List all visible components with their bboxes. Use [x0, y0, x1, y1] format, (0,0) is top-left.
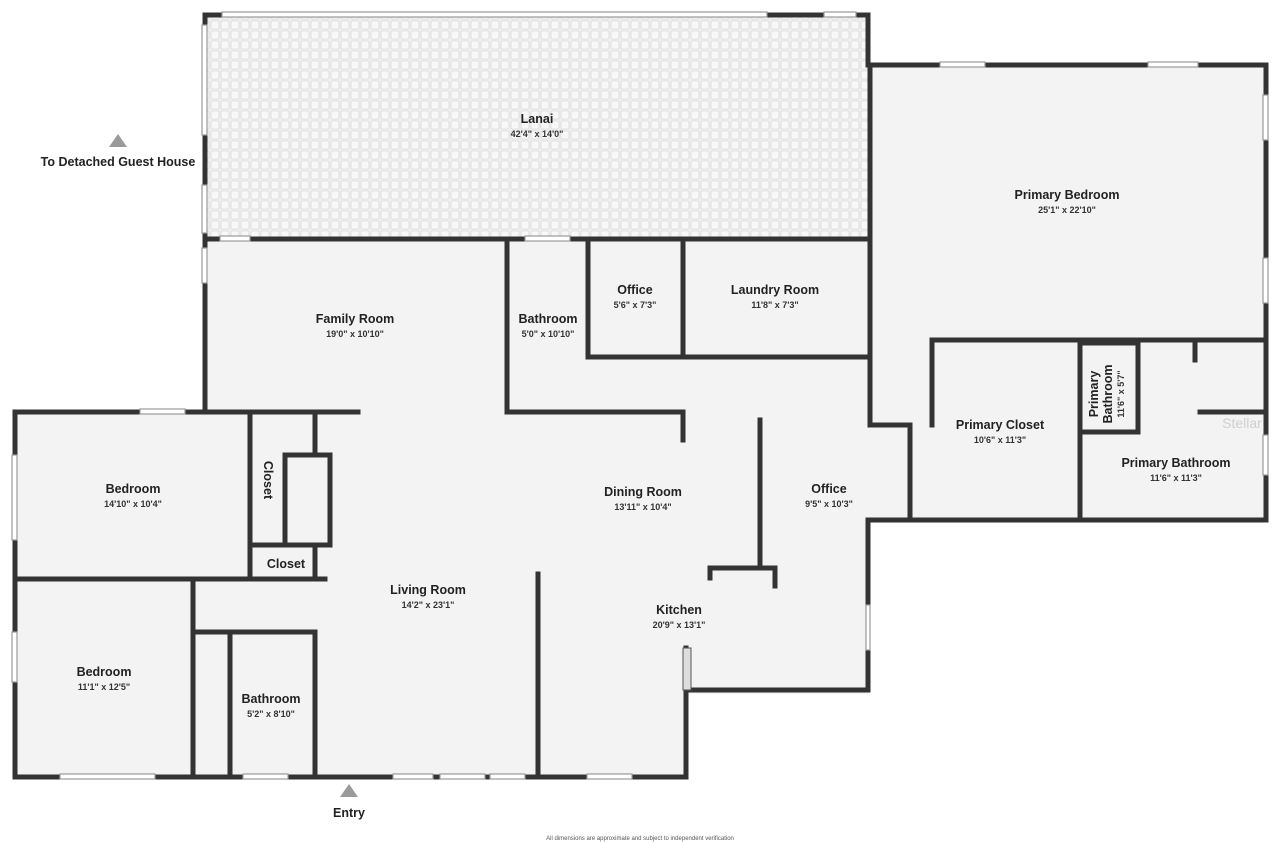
room-name: Closet — [261, 461, 275, 500]
room-dims: 5'6" x 7'3" — [614, 300, 657, 310]
room-name: Bathroom — [241, 692, 300, 706]
guest-house-arrow-icon — [109, 134, 127, 147]
room-living-room: Living Room 14'2" x 23'1" — [390, 583, 466, 610]
room-primary-bathroom-small: Primary Bathroom 11'6" x 5'7" — [1087, 364, 1126, 423]
room-office-2: Office 9'5" x 10'3" — [805, 482, 853, 509]
room-name: Dining Room — [604, 485, 682, 499]
room-dims: 5'0" x 10'10" — [522, 329, 575, 339]
room-name: Bedroom — [77, 665, 132, 679]
windows — [11, 11, 1269, 780]
guest-house-label: To Detached Guest House — [41, 155, 196, 169]
room-name: Family Room — [316, 312, 395, 326]
room-dims: 19'0" x 10'10" — [326, 329, 384, 339]
room-name: Laundry Room — [731, 283, 819, 297]
room-dims: 25'1" x 22'10" — [1038, 205, 1096, 215]
room-dims: 14'10" x 10'4" — [104, 499, 162, 509]
room-dims: 11'6" x 11'3" — [1150, 473, 1202, 483]
room-name: Office — [811, 482, 846, 496]
room-primary-bedroom: Primary Bedroom 25'1" x 22'10" — [1015, 188, 1120, 215]
room-name: Bedroom — [106, 482, 161, 496]
room-dims: 9'5" x 10'3" — [805, 499, 853, 509]
watermark: Stellar — [1222, 415, 1262, 431]
room-dims: 10'6" x 11'3" — [974, 435, 1026, 445]
room-dims: 5'2" x 8'10" — [247, 709, 295, 719]
room-dining-room: Dining Room 13'11" x 10'4" — [604, 485, 682, 512]
room-name: Bathroom — [518, 312, 577, 326]
room-dims: 14'2" x 23'1" — [402, 600, 455, 610]
floor-fills — [15, 15, 1266, 777]
lanai-floor — [205, 15, 868, 239]
room-closet-2: Closet — [267, 557, 306, 571]
room-closet-1: Closet — [261, 461, 275, 500]
room-dims: 20'9" x 13'1" — [653, 620, 706, 630]
room-name: Primary Bedroom — [1015, 188, 1120, 202]
room-bathroom-2: Bathroom 5'2" x 8'10" — [241, 692, 300, 719]
room-primary-bathroom: Primary Bathroom 11'6" x 11'3" — [1121, 456, 1230, 483]
room-name-line1: Primary — [1087, 371, 1101, 418]
room-name: Office — [617, 283, 652, 297]
room-bedroom-2: Bedroom 11'1" x 12'5" — [77, 665, 132, 692]
lower-floor — [15, 412, 685, 777]
room-name: Closet — [267, 557, 306, 571]
entry-arrow-icon — [340, 784, 358, 797]
room-name: Living Room — [390, 583, 466, 597]
room-dims: 42'4" x 14'0" — [511, 129, 564, 139]
room-name: Lanai — [521, 112, 554, 126]
room-kitchen: Kitchen 20'9" x 13'1" — [653, 603, 706, 630]
room-name-line2: Bathroom — [1101, 364, 1115, 423]
room-dims: 13'11" x 10'4" — [614, 502, 671, 512]
room-dims: 11'1" x 12'5" — [78, 682, 130, 692]
room-family-room: Family Room 19'0" x 10'10" — [316, 312, 395, 339]
kitchen-counter — [682, 647, 692, 691]
room-lanai: Lanai 42'4" x 14'0" — [511, 112, 564, 139]
room-dims: 11'6" x 5'7" — [1116, 370, 1126, 417]
room-laundry: Laundry Room 11'8" x 7'3" — [731, 283, 819, 310]
room-name: Kitchen — [656, 603, 702, 617]
room-office-1: Office 5'6" x 7'3" — [614, 283, 657, 310]
entry-label: Entry — [333, 806, 365, 820]
room-dims: 11'8" x 7'3" — [751, 300, 798, 310]
room-name: Primary Bathroom — [1121, 456, 1230, 470]
room-bedroom-1: Bedroom 14'10" x 10'4" — [104, 482, 162, 509]
room-name: Primary Closet — [956, 418, 1045, 432]
room-primary-closet: Primary Closet 10'6" x 11'3" — [956, 418, 1045, 445]
primary-wing-floor — [868, 340, 1266, 520]
disclaimer: All dimensions are approximate and subje… — [546, 836, 734, 842]
room-bathroom-1: Bathroom 5'0" x 10'10" — [518, 312, 577, 339]
